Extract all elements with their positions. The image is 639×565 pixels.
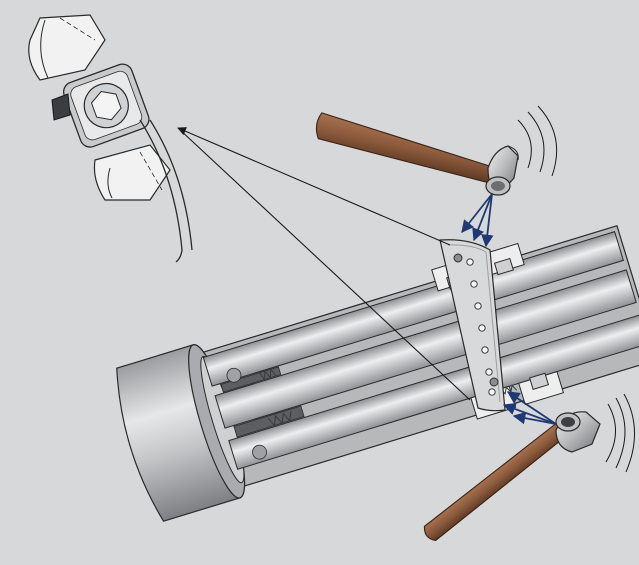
- detail-callout-icon: [28, 14, 193, 263]
- callout-leader-lines: [177, 127, 471, 401]
- impact-motion-marks: [517, 105, 635, 473]
- hammer-icon: [315, 112, 601, 542]
- tool-housing-icon: [116, 224, 639, 522]
- strike-arrows: [461, 193, 557, 425]
